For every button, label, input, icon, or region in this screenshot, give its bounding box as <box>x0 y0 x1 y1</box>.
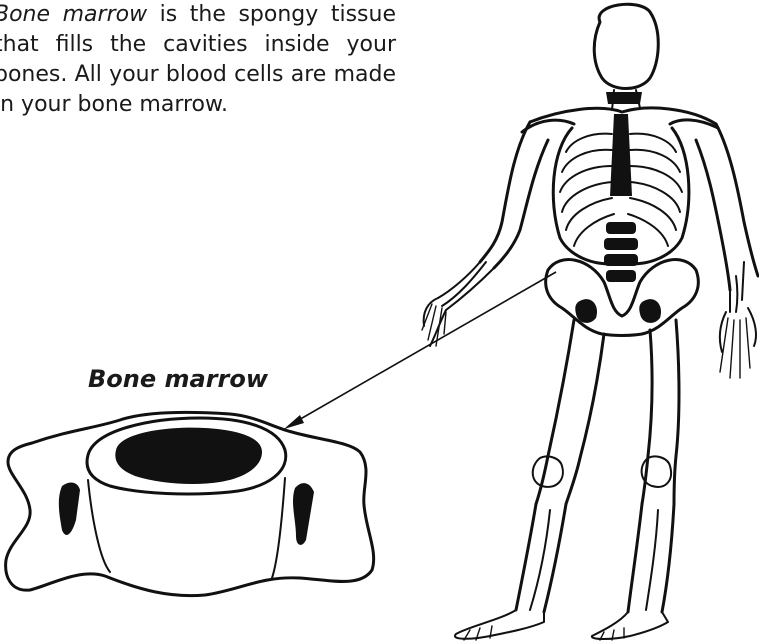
skeleton-figure-image <box>422 4 758 640</box>
bone-cross-section-image <box>6 412 374 595</box>
pointer-arrow <box>284 272 556 429</box>
